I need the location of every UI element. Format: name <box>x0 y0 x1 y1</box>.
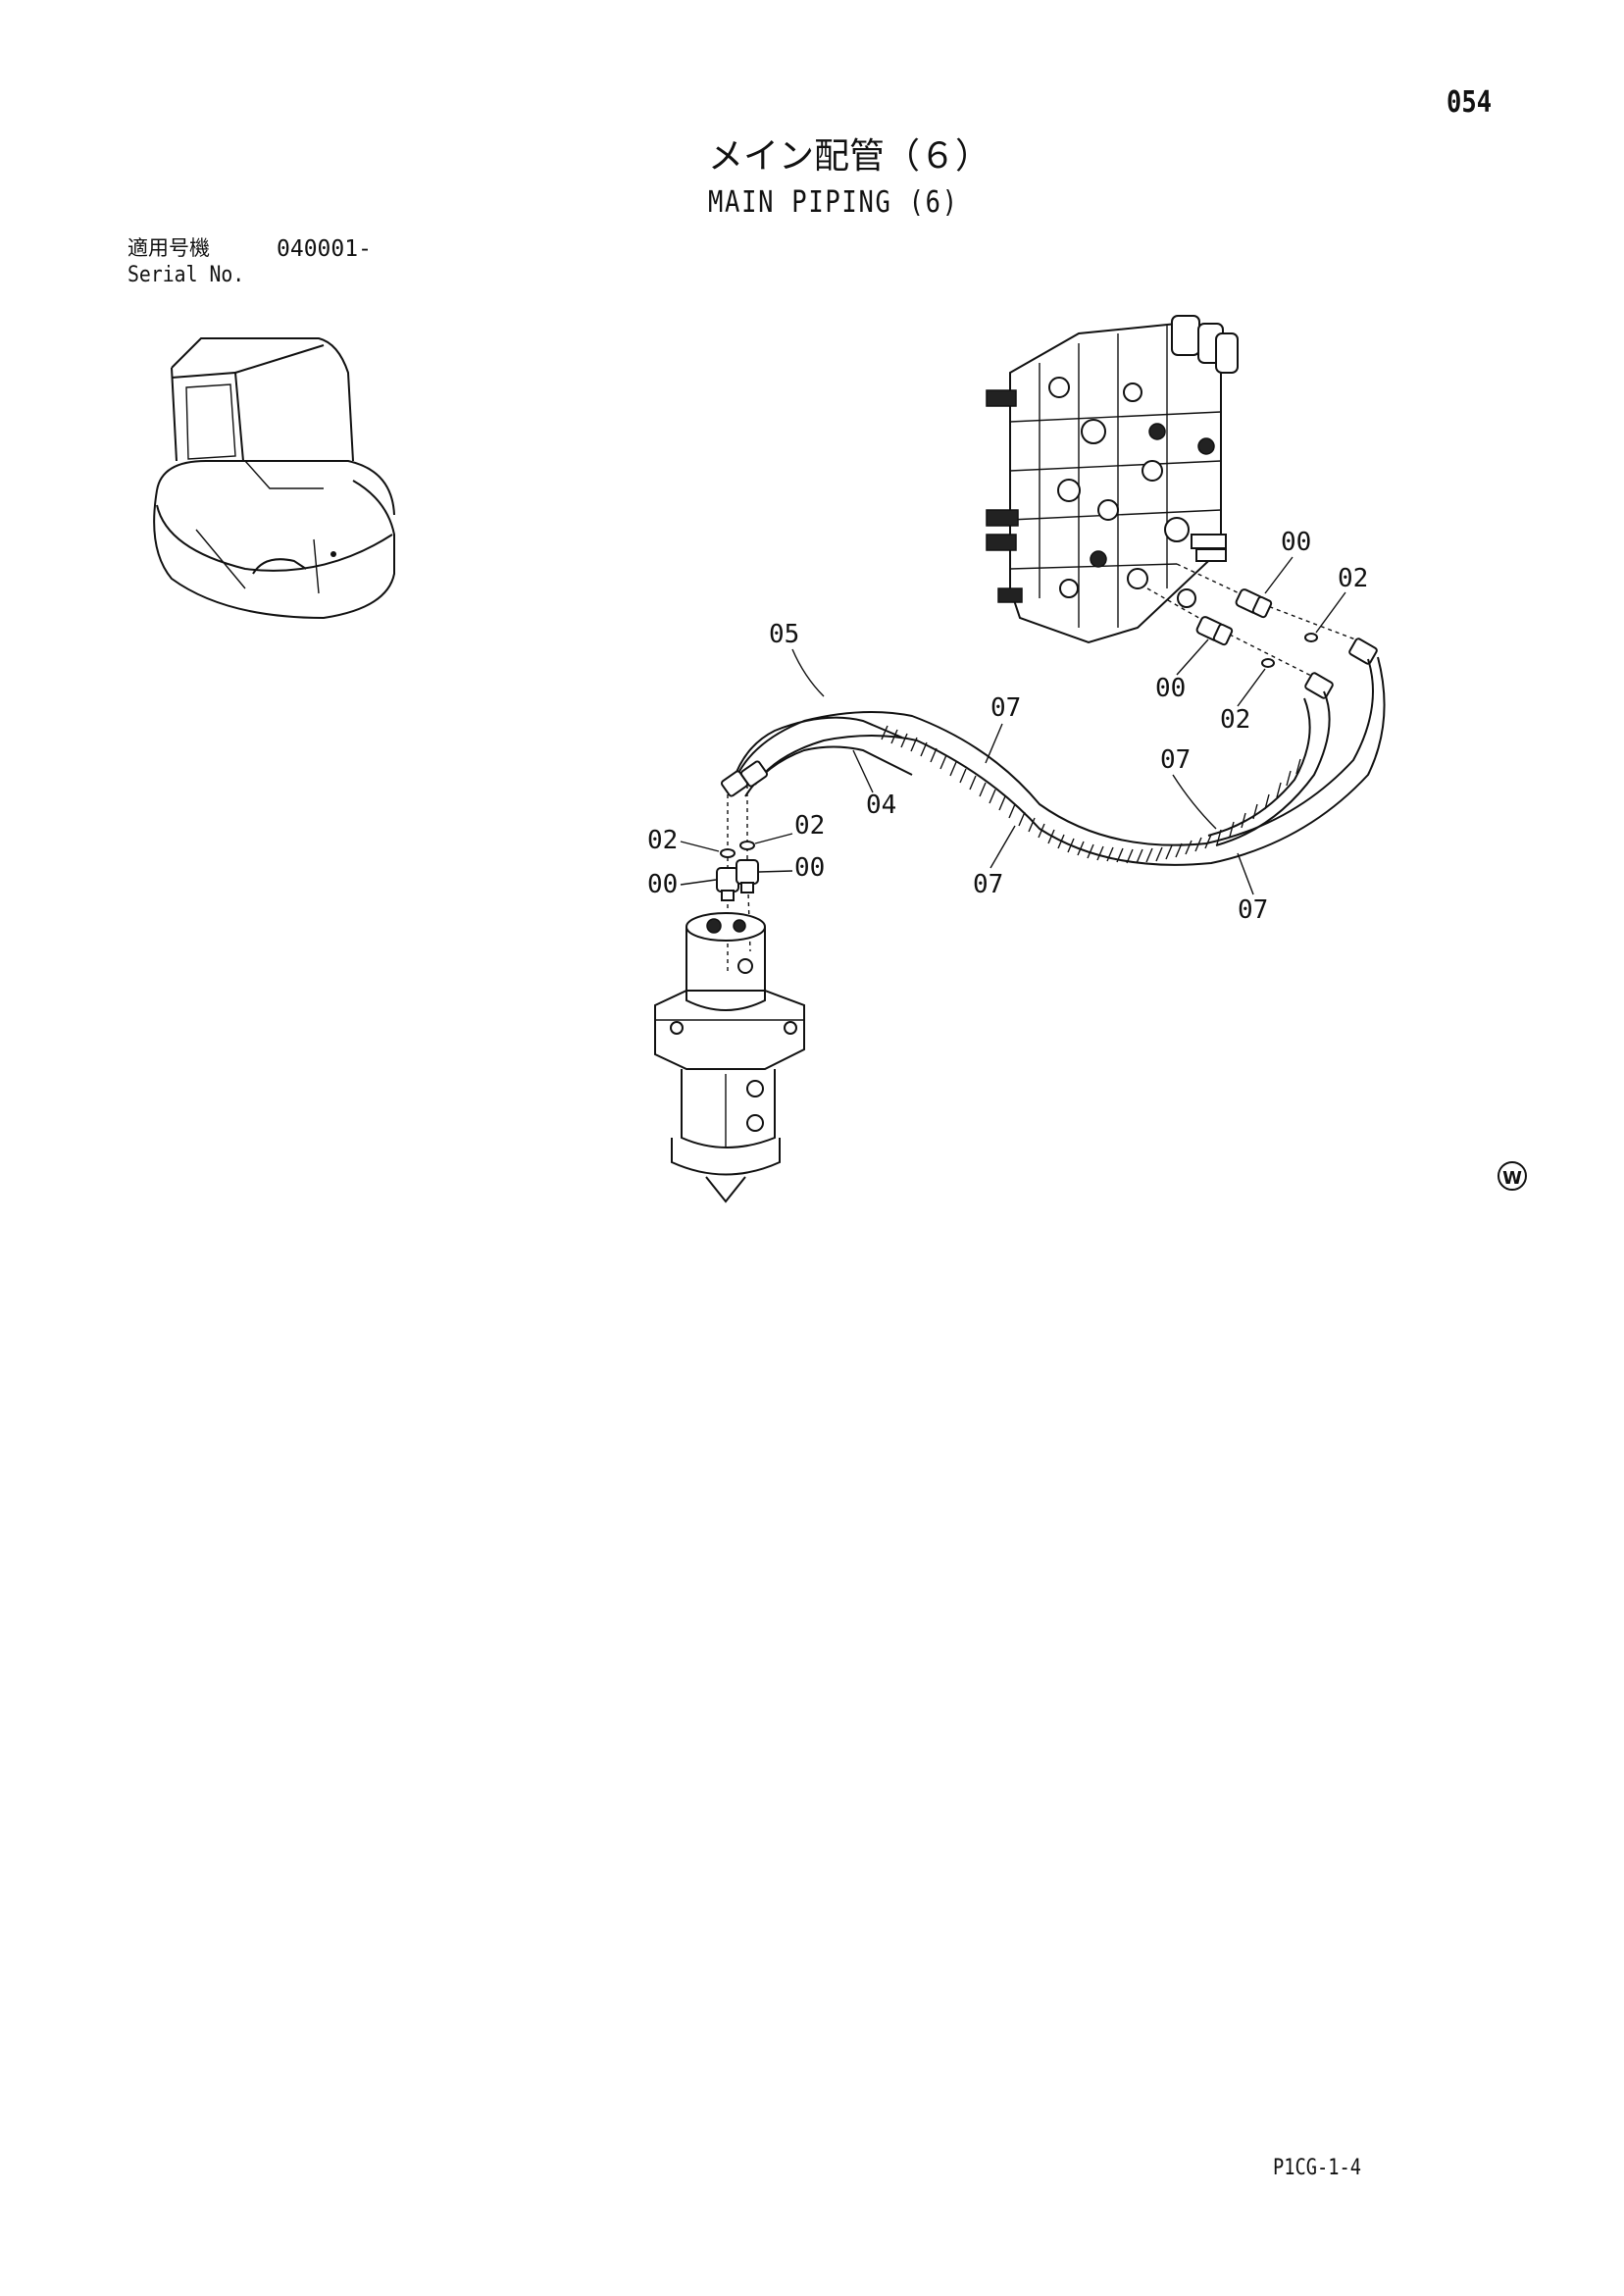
callout-02-valve-upper: 02 <box>1338 564 1368 593</box>
circled-w-mark: W <box>1497 1161 1527 1191</box>
callout-02-right: 02 <box>794 811 825 841</box>
machine-location-thumbnail <box>153 337 395 620</box>
page-title-english: MAIN PIPING (6) <box>708 185 959 220</box>
serial-label-japanese: 適用号機 <box>127 236 210 260</box>
callout-00-valve-lower: 00 <box>1155 674 1186 703</box>
center-joint-fittings <box>716 841 759 901</box>
control-valve <box>986 315 1239 644</box>
callout-00-right: 00 <box>794 853 825 883</box>
callouts: 00 02 00 02 05 04 07 07 07 07 02 02 00 0… <box>647 528 1368 925</box>
serial-label-english: Serial No. <box>127 263 245 287</box>
callout-07-bottom-left: 07 <box>973 870 1003 899</box>
callout-02-left: 02 <box>647 826 678 855</box>
callout-00-left: 00 <box>647 870 678 899</box>
valve-fittings <box>1195 588 1378 699</box>
w-mark-letter: W <box>1502 1168 1522 1189</box>
callout-00-valve-upper: 00 <box>1281 528 1311 557</box>
page-title-japanese: メイン配管（６） <box>708 136 991 177</box>
callout-04: 04 <box>866 791 896 820</box>
callout-07-right: 07 <box>1160 745 1191 775</box>
footer-drawing-code: P1CG-1-4 <box>1273 2156 1362 2180</box>
callout-02-valve-lower: 02 <box>1220 705 1250 735</box>
center-joint <box>654 912 805 1203</box>
serial-number-value: 040001- <box>277 236 372 262</box>
hoses <box>721 656 1386 866</box>
callout-07-bottom-right: 07 <box>1238 895 1268 925</box>
callout-07-top: 07 <box>990 693 1021 723</box>
callout-05: 05 <box>769 620 799 649</box>
page-number: 054 <box>1446 85 1493 120</box>
